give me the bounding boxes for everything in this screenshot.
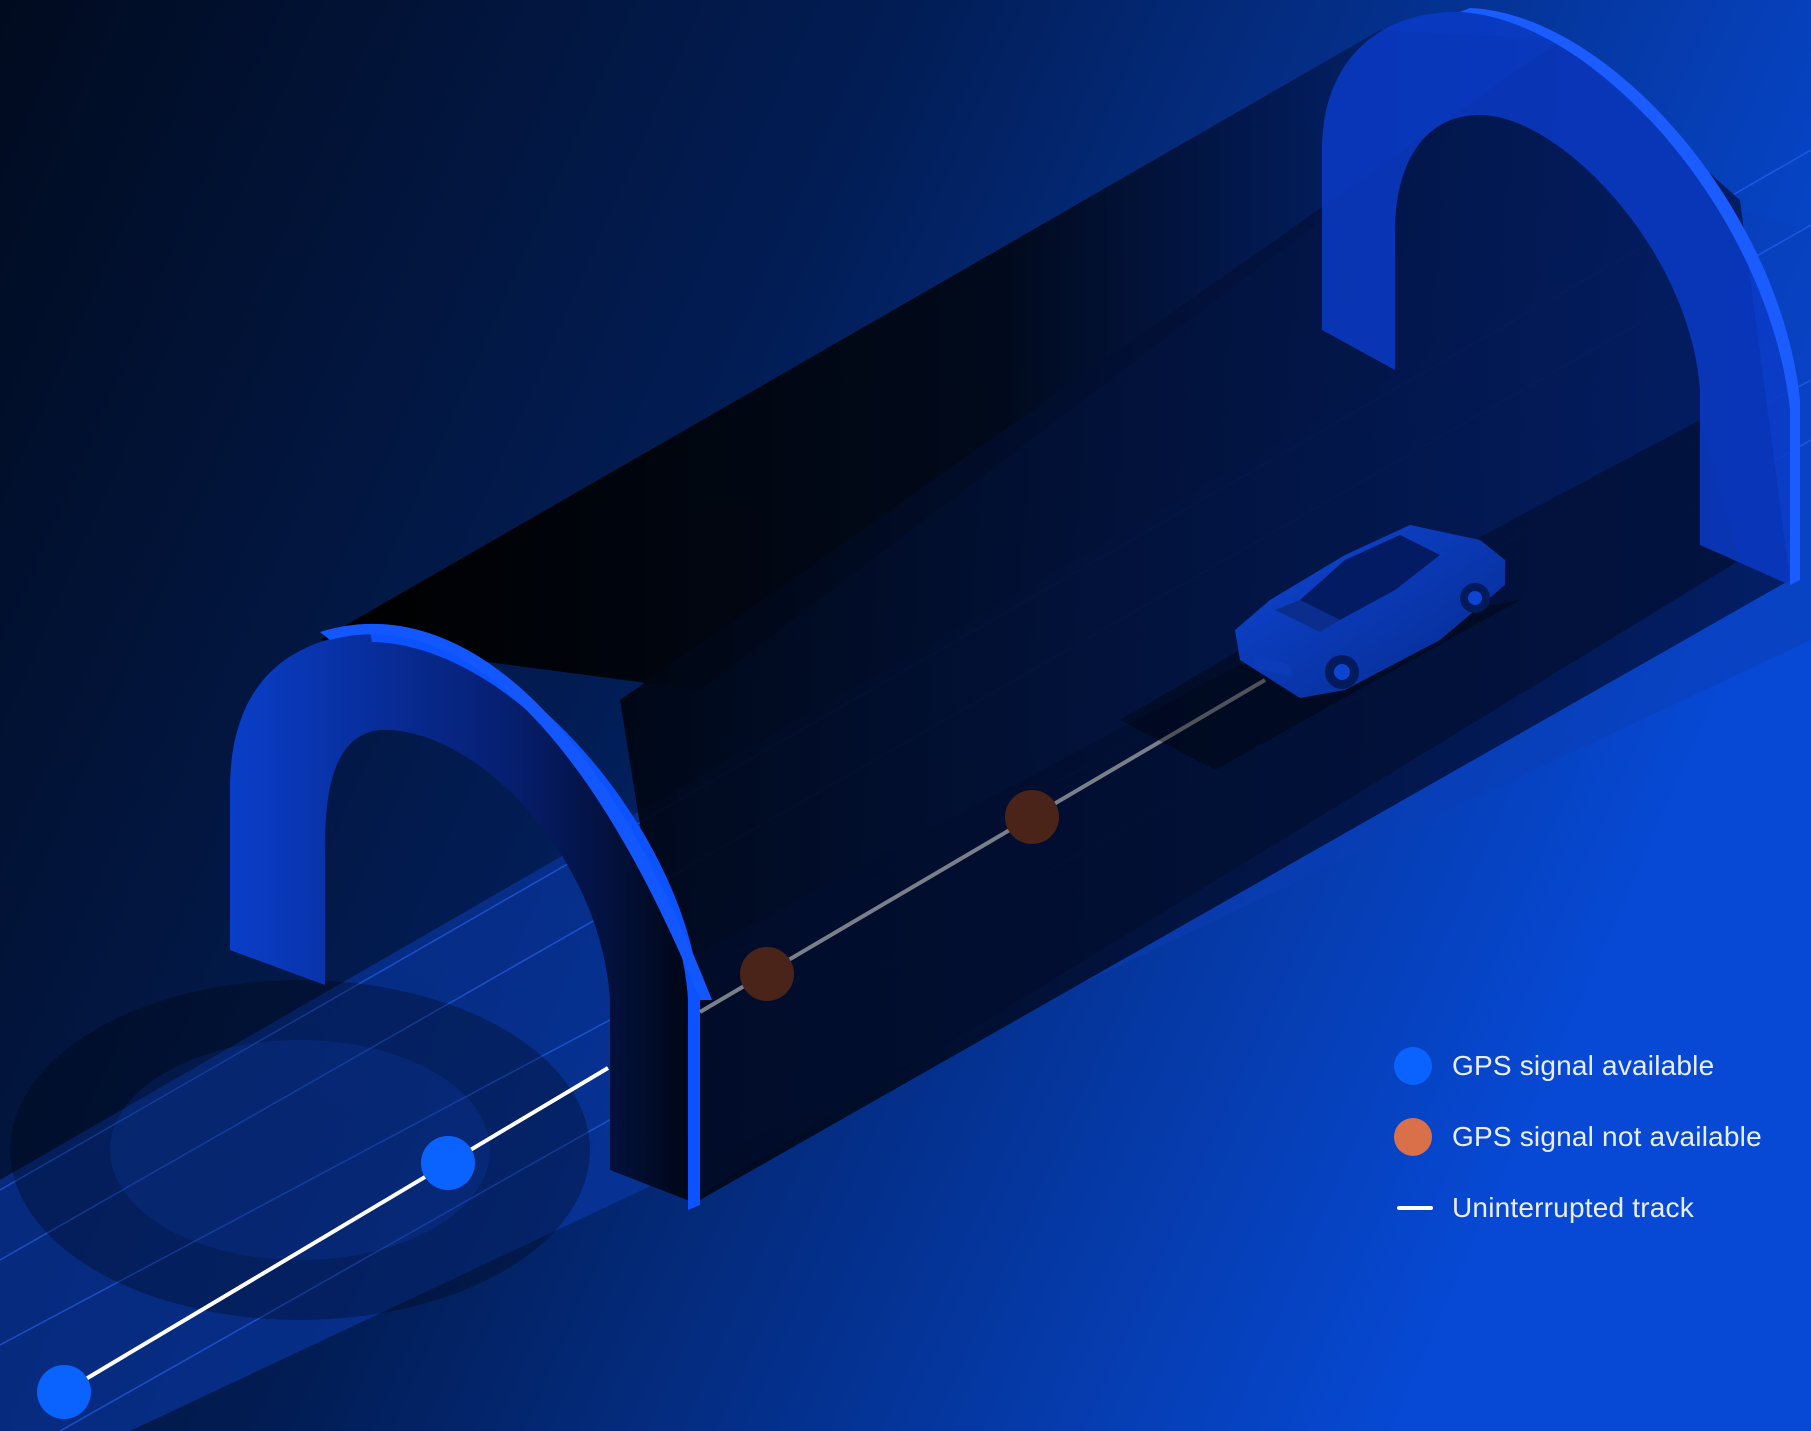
legend-label: Uninterrupted track xyxy=(1452,1192,1694,1224)
legend-label: GPS signal available xyxy=(1452,1050,1714,1082)
legend-item-uninterrupted-track: Uninterrupted track xyxy=(1394,1188,1794,1228)
gps-available-dot-icon xyxy=(1394,1047,1432,1085)
gps-point-unavailable xyxy=(1005,790,1059,844)
gps-point-available xyxy=(421,1136,475,1190)
legend-item-gps-not-available: GPS signal not available xyxy=(1394,1117,1794,1157)
track-line-icon xyxy=(1397,1206,1433,1210)
gps-point-unavailable xyxy=(740,947,794,1001)
legend: GPS signal available GPS signal not avai… xyxy=(1394,1046,1794,1259)
legend-label: GPS signal not available xyxy=(1452,1121,1762,1153)
legend-item-gps-available: GPS signal available xyxy=(1394,1046,1794,1086)
gps-not-available-dot-icon xyxy=(1394,1118,1432,1156)
gps-point-available xyxy=(37,1365,91,1419)
